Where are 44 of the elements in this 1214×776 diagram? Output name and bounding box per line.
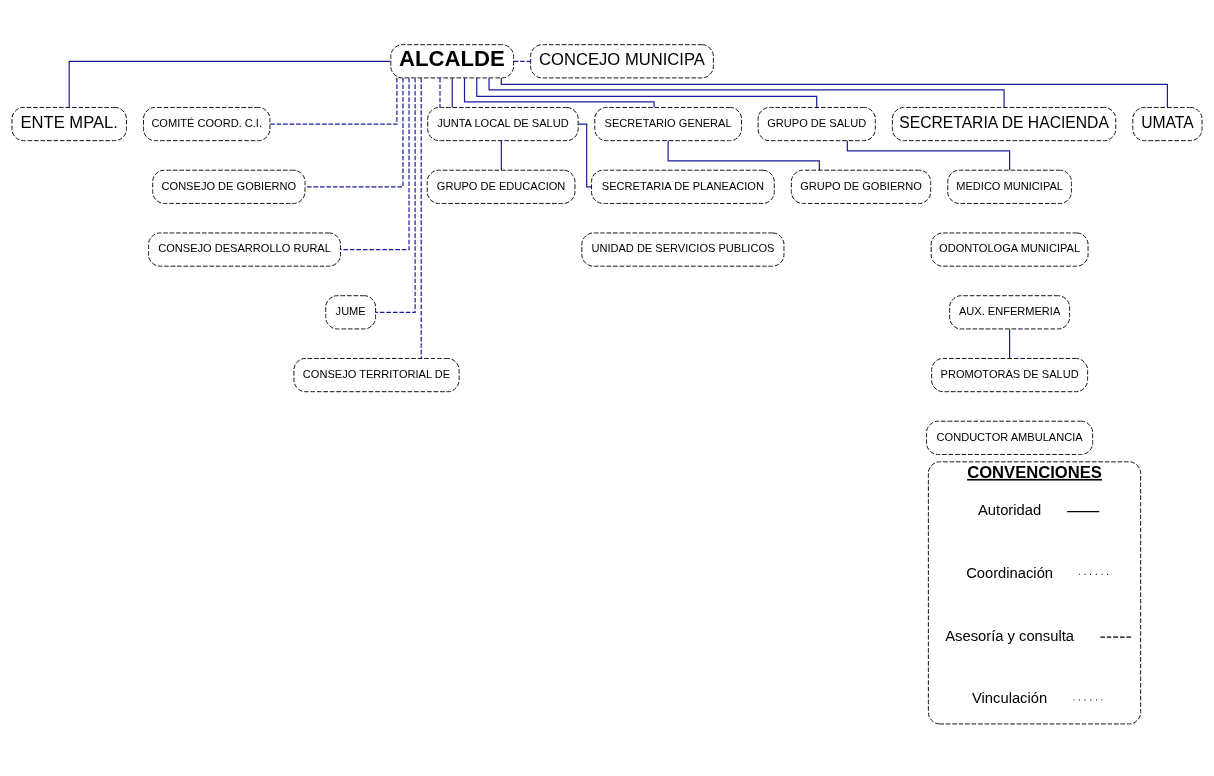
connector xyxy=(420,77,422,359)
node-box: PROMOTORAS DE SALUD xyxy=(931,358,1089,393)
connector xyxy=(488,77,1005,108)
node-box: SECRETARIA DE PLANEACION xyxy=(591,169,775,204)
connector xyxy=(340,77,410,251)
connector xyxy=(500,77,1168,108)
connector xyxy=(68,60,392,108)
node-box: GRUPO DE EDUCACION xyxy=(426,169,576,204)
node-box: CONDUCTOR AMBULANCIA xyxy=(926,420,1094,455)
node-box: SECRETARIA DE HACIENDA xyxy=(891,107,1117,142)
node-box: UMATA xyxy=(1132,107,1203,142)
node-box: ALCALDE xyxy=(390,44,514,79)
connector xyxy=(1009,328,1011,359)
node-box: CONSEJO DE GOBIERNO xyxy=(152,169,306,204)
connector xyxy=(463,77,655,108)
legend-label: Vinculación xyxy=(972,690,1048,707)
connector xyxy=(500,140,502,171)
node-box: GRUPO DE GOBIERNO xyxy=(790,169,932,204)
node-box: ODONTOLOGA MUNICIPAL xyxy=(930,232,1089,267)
connector xyxy=(439,77,441,108)
node-box: CONCEJO MUNICIPA xyxy=(530,44,714,79)
node-box: GRUPO DE SALUD xyxy=(757,107,876,142)
legend-label: Coordinación xyxy=(966,564,1054,581)
connector xyxy=(513,60,532,62)
connector xyxy=(577,123,592,188)
connector xyxy=(667,140,820,171)
node-box: AUX. ENFERMERIA xyxy=(949,295,1071,330)
legend-label: Autoridad xyxy=(978,502,1042,519)
legend-label: Asesoría y consulta xyxy=(945,627,1074,644)
connector xyxy=(375,77,416,313)
node-box: JUME xyxy=(325,295,377,330)
node-box: UNIDAD DE SERVICIOS PUBLICOS xyxy=(581,232,785,267)
connector xyxy=(304,77,404,188)
node-box: MEDICO MUNICIPAL xyxy=(947,169,1072,204)
node-box: SECRETARIO GENERAL xyxy=(594,107,742,142)
node-box: CONSEJO TERRITORIAL DE xyxy=(293,358,460,393)
node-box: COMITÉ COORD. C.I. xyxy=(143,107,271,142)
connector xyxy=(451,77,453,108)
connector xyxy=(476,77,818,108)
connector xyxy=(269,77,398,125)
node-box: CONSEJO DESARROLLO RURAL xyxy=(148,232,341,267)
node-box: JUNTA LOCAL DE SALUD xyxy=(427,107,579,142)
connector xyxy=(846,140,1011,171)
node-box: ENTE MPAL. xyxy=(11,107,127,142)
